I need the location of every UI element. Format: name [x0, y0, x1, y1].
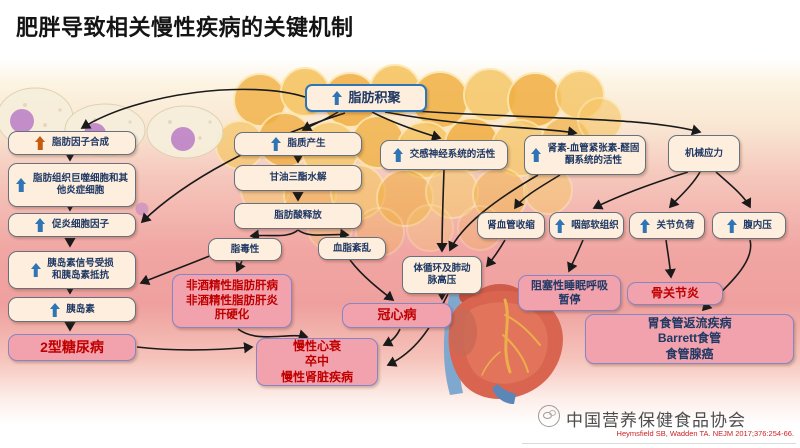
- association-name: 中国营养保健食品协会: [566, 411, 746, 430]
- node-mechanical-stress: 机械应力: [668, 135, 740, 172]
- node-label: 胰岛素: [66, 303, 95, 315]
- increase-arrow-icon: [393, 148, 404, 162]
- node-label: 骨关节炎: [650, 286, 699, 300]
- node-proinflammatory-cytokines: 促炎细胞因子: [8, 213, 136, 237]
- increase-arrow-icon: [35, 136, 46, 150]
- node-gerd-barrett-adenocarcinoma: 胃食管返流疾病 Barrett食管 食管腺癌: [585, 314, 794, 364]
- node-label: 血脂紊乱: [332, 242, 371, 254]
- node-insulin-resistance: 胰岛素信号受损 和胰岛素抵抗: [8, 251, 136, 289]
- node-nafld-nash-cirrhosis: 非酒精性脂肪肝病 非酒精性脂肪肝炎 肝硬化: [172, 274, 292, 328]
- increase-arrow-icon: [726, 219, 737, 233]
- increase-arrow-icon: [49, 303, 60, 317]
- node-label: 非酒精性脂肪肝病 非酒精性脂肪肝炎 肝硬化: [186, 279, 278, 322]
- node-systemic-pulmonary-hypertension: 体循环及肺动 脉高压: [402, 256, 482, 294]
- node-pharyngeal-soft-tissue: 咽部软组织: [549, 212, 624, 239]
- node-joint-load: 关节负荷: [629, 212, 705, 239]
- node-renal-vasoconstriction: 肾血管收缩: [477, 212, 545, 239]
- node-intraabdominal-pressure: 腹内压: [712, 212, 786, 239]
- node-label: 关节负荷: [656, 219, 695, 231]
- increase-arrow-icon: [554, 219, 565, 233]
- node-triglyceride-hydrolysis: 甘油三酯水解: [234, 165, 362, 191]
- increase-arrow-icon: [16, 178, 27, 192]
- increase-arrow-icon: [639, 219, 650, 233]
- association-logo-icon: [538, 405, 560, 427]
- node-label: 肾血管收缩: [487, 219, 535, 231]
- node-chf-stroke-ckd: 慢性心衰 卒中 慢性肾脏疾病: [256, 338, 378, 386]
- node-label: 机械应力: [684, 147, 723, 159]
- footer-divider: [522, 443, 796, 444]
- node-label: 慢性心衰 卒中 慢性肾脏疾病: [280, 338, 353, 384]
- node-fat-accumulation: 脂肪积聚: [305, 84, 427, 112]
- node-label: 腹内压: [743, 219, 772, 231]
- node-obstructive-sleep-apnea: 阻塞性睡眠呼吸 暂停: [518, 275, 621, 311]
- node-insulin: 胰岛素: [8, 297, 136, 322]
- increase-arrow-icon: [35, 218, 46, 232]
- node-label: 肾素-血管紧张素-醛固 酮系统的活性: [547, 143, 640, 166]
- node-lipotoxicity: 脂毒性: [208, 238, 282, 261]
- page-title: 肥胖导致相关慢性疾病的关键机制: [16, 15, 354, 40]
- node-label: 胰岛素信号受损 和胰岛素抵抗: [47, 258, 114, 281]
- node-label: 脂肪酸释放: [274, 210, 322, 222]
- node-lipid-production: 脂质产生: [234, 132, 362, 156]
- increase-arrow-icon: [30, 263, 41, 277]
- node-coronary-heart-disease: 冠心病: [342, 303, 452, 328]
- node-adipose-macrophages: 脂肪组织巨噬细胞和其 他炎症细胞: [8, 163, 136, 207]
- node-label: 2型糖尿病: [40, 338, 104, 355]
- reference-citation: Heymsfield SB, Wadden TA. NEJM 2017;376:…: [616, 429, 794, 438]
- node-label: 阻塞性睡眠呼吸 暂停: [531, 279, 608, 306]
- node-label: 脂肪积聚: [348, 89, 401, 105]
- node-label: 脂毒性: [230, 243, 260, 255]
- node-label: 脂肪因子合成: [51, 137, 109, 149]
- node-type2-diabetes: 2型糖尿病: [8, 334, 136, 361]
- increase-arrow-icon: [270, 137, 281, 151]
- node-label: 促炎细胞因子: [51, 219, 109, 231]
- node-osteoarthritis: 骨关节炎: [627, 282, 723, 305]
- node-label: 咽部软组织: [571, 219, 619, 231]
- node-label: 脂质产生: [287, 138, 326, 150]
- node-label: 冠心病: [377, 307, 417, 323]
- node-label: 胃食管返流疾病 Barrett食管 食管腺癌: [647, 315, 732, 361]
- node-label: 甘油三酯水解: [269, 172, 327, 184]
- increase-arrow-icon: [331, 91, 342, 105]
- node-label: 体循环及肺动 脉高压: [413, 263, 471, 286]
- node-label: 交感神经系统的活性: [409, 149, 496, 161]
- node-raas-activity: 肾素-血管紧张素-醛固 酮系统的活性: [524, 135, 646, 175]
- node-adipokine-synthesis: 脂肪因子合成: [8, 131, 136, 155]
- node-fatty-acid-release: 脂肪酸释放: [234, 203, 362, 229]
- increase-arrow-icon: [531, 148, 542, 162]
- node-dyslipidemia: 血脂紊乱: [318, 237, 386, 260]
- node-sympathetic-activity: 交感神经系统的活性: [380, 140, 508, 170]
- node-label: 脂肪组织巨噬细胞和其 他炎症细胞: [32, 173, 128, 196]
